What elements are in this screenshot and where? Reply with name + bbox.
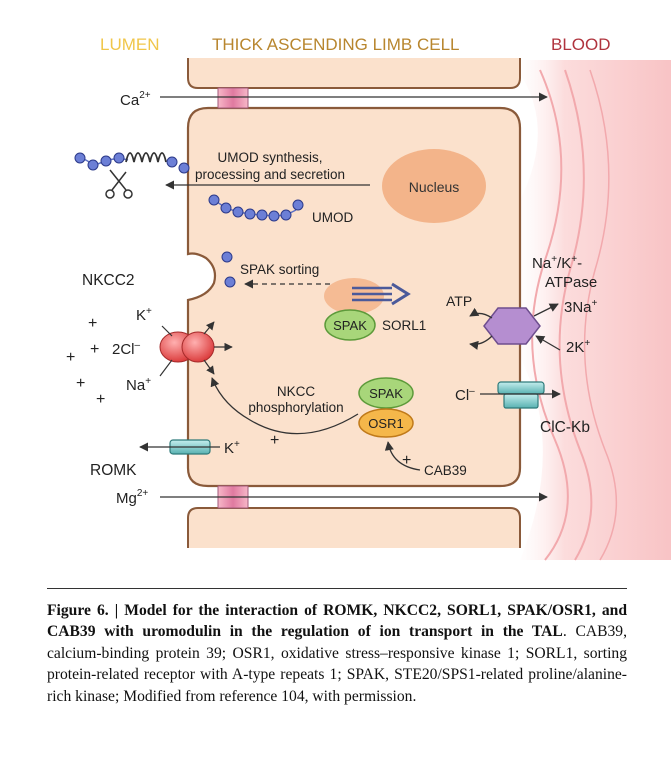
scissors-icon bbox=[105, 169, 133, 199]
nkcc2-transporter bbox=[159, 331, 215, 363]
k-romk-label: K+ bbox=[224, 439, 240, 457]
cab39-arrow bbox=[384, 441, 421, 471]
k-top-label: K+ bbox=[136, 306, 152, 324]
spak-osr-node bbox=[358, 377, 414, 409]
spak-sorl-label: SPAK bbox=[333, 318, 367, 333]
atp-arrow-out bbox=[469, 307, 493, 319]
figure-caption: Figure 6. | Model for the interaction of… bbox=[47, 600, 627, 707]
na-k-label: Na+/K+- bbox=[532, 254, 582, 272]
plus-sign: + bbox=[76, 375, 85, 392]
atp-arrow-in bbox=[469, 335, 493, 350]
three-na-arrow bbox=[533, 303, 559, 317]
pit-bead-bottom bbox=[224, 276, 236, 288]
nkcc-phosphorylation-label-1: NKCC bbox=[277, 384, 316, 399]
pit-bead-top bbox=[221, 251, 233, 263]
plus-sign: + bbox=[90, 341, 99, 358]
plus-sign: + bbox=[402, 452, 411, 469]
cab39-label: CAB39 bbox=[424, 463, 467, 478]
blood-heading: BLOOD bbox=[551, 35, 611, 54]
na-bottom-label: Na+ bbox=[126, 376, 151, 394]
atpase-label: ATPase bbox=[545, 274, 597, 291]
lumen-heading: LUMEN bbox=[100, 35, 160, 54]
clc-kb-channel bbox=[497, 381, 545, 409]
romk-label: ROMK bbox=[90, 462, 137, 479]
caption-title: Figure 6. | Model for the interaction of… bbox=[47, 602, 627, 641]
tal-cell-diagram: LUMEN THICK ASCENDING LIMB CELL BLOOD Ca… bbox=[66, 35, 671, 561]
osr1-label: OSR1 bbox=[368, 416, 403, 431]
umod-chain bbox=[208, 194, 304, 222]
na-k-atpase bbox=[483, 307, 541, 345]
two-k-label: 2K+ bbox=[566, 338, 590, 356]
phosphorylation-arrow bbox=[210, 377, 359, 435]
nucleus bbox=[382, 149, 486, 223]
plus-sign: + bbox=[270, 432, 279, 449]
umod-processing-label: processing and secretion bbox=[195, 167, 345, 182]
nkcc-out-arrow-1 bbox=[203, 321, 215, 335]
caption-body: . CAB39, calcium-binding protein 39; OSR… bbox=[47, 623, 627, 705]
mg-label: Mg2+ bbox=[116, 488, 148, 507]
nkcc-out-arrow-3 bbox=[203, 359, 215, 375]
two-k-arrow bbox=[535, 335, 561, 351]
secreted-umod-chain bbox=[74, 152, 190, 174]
caption-divider bbox=[47, 588, 627, 589]
plus-sign: + bbox=[88, 315, 97, 332]
umod-label: UMOD bbox=[312, 210, 353, 225]
plus-sign: + bbox=[96, 391, 105, 408]
plus-sign: + bbox=[66, 349, 75, 366]
tight-junction-top bbox=[217, 87, 249, 109]
na-bottom-arrow bbox=[159, 359, 173, 377]
nucleus-label: Nucleus bbox=[409, 179, 460, 195]
top-cell-stub bbox=[187, 58, 521, 89]
nkcc2-label: NKCC2 bbox=[82, 272, 135, 289]
nkcc-phosphorylation-label-2: phosphorylation bbox=[248, 400, 343, 415]
spak-sorting-label: SPAK sorting bbox=[240, 262, 319, 277]
sorl1-label: SORL1 bbox=[382, 318, 426, 333]
cl-label: Cl– bbox=[455, 386, 475, 404]
bottom-cell-stub bbox=[187, 507, 521, 548]
three-na-label: 3Na+ bbox=[564, 298, 598, 316]
spak-sorl-node bbox=[324, 309, 376, 341]
sorl1-receptor-icon bbox=[352, 282, 411, 306]
k-top-arrow bbox=[161, 325, 173, 337]
two-cl-label: 2Cl– bbox=[112, 340, 141, 358]
cell-heading: THICK ASCENDING LIMB CELL bbox=[212, 35, 460, 54]
ca-label: Ca2+ bbox=[120, 90, 151, 109]
atp-label: ATP bbox=[446, 293, 472, 309]
sorl1-vesicle bbox=[324, 278, 384, 314]
osr1-node bbox=[358, 408, 414, 438]
spak-osr-label: SPAK bbox=[369, 386, 403, 401]
clc-kb-label: ClC-Kb bbox=[540, 419, 590, 436]
umod-synthesis-label: UMOD synthesis, bbox=[217, 150, 322, 165]
